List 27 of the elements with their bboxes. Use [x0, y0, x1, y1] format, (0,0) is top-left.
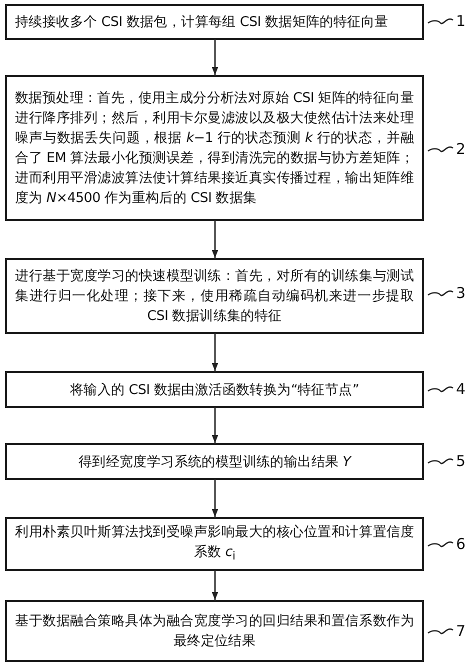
- process-box: 数据预处理：首先，使用主成分分析法对原始 CSI 矩阵的特征向量进行降序排列；然后，利用卡尔曼滤波以及极大使然估计法来处理噪声与数据丢失问题，根据 k−1 行的状态预测 k 行的状态，并融合了 EM 算法最小化预测误差，得到清洗完的数据与协方差矩阵；进而利用平滑滤波算法使计算结果接近真实传播过程，输出矩阵维度为 N×4500 作为重构后的 CSI 数据集: [5, 75, 424, 221]
- arrow: [212, 334, 218, 371]
- leader-line: [428, 458, 454, 464]
- leader-line: [428, 146, 454, 152]
- leader-line: [428, 628, 454, 634]
- leader-line: [428, 386, 454, 392]
- arrow: [212, 480, 218, 517]
- arrow: [212, 40, 218, 75]
- process-box: 将输入的 CSI 数据由激活函数转换为“特征节点”: [5, 371, 424, 408]
- callout-number: 7: [456, 622, 466, 640]
- callout-number: 6: [456, 535, 466, 553]
- callout-number: 1: [456, 12, 466, 30]
- leader-line: [428, 18, 454, 24]
- callout-number: 4: [456, 380, 466, 398]
- callout-number: 5: [456, 452, 466, 470]
- process-box: 基于数据融合策略具体为融合宽度学习的回归结果和置信系数作为最终定位结果: [5, 600, 424, 662]
- callout-number: 2: [456, 140, 466, 158]
- arrow: [212, 571, 218, 600]
- process-box: 利用朴素贝叶斯算法找到受噪声影响最大的核心位置和计算置信度系数 c$_{i}$: [5, 517, 424, 571]
- process-box: 进行基于宽度学习的快速模型训练：首先，对所有的训练集与测试集进行归一化处理；接下来，使用稀疏自动编码机来进一步提取 CSI 数据训练集的特征: [5, 258, 424, 334]
- process-box: 持续接收多个 CSI 数据包，计算每组 CSI 数据矩阵的特征向量: [5, 4, 424, 40]
- leader-line: [428, 541, 454, 548]
- arrow: [212, 221, 218, 258]
- leader-line: [428, 290, 454, 296]
- arrow: [212, 408, 218, 443]
- callout-number: 3: [456, 284, 466, 302]
- process-box: 得到经宽度学习系统的模型训练的输出结果 Y: [5, 443, 424, 480]
